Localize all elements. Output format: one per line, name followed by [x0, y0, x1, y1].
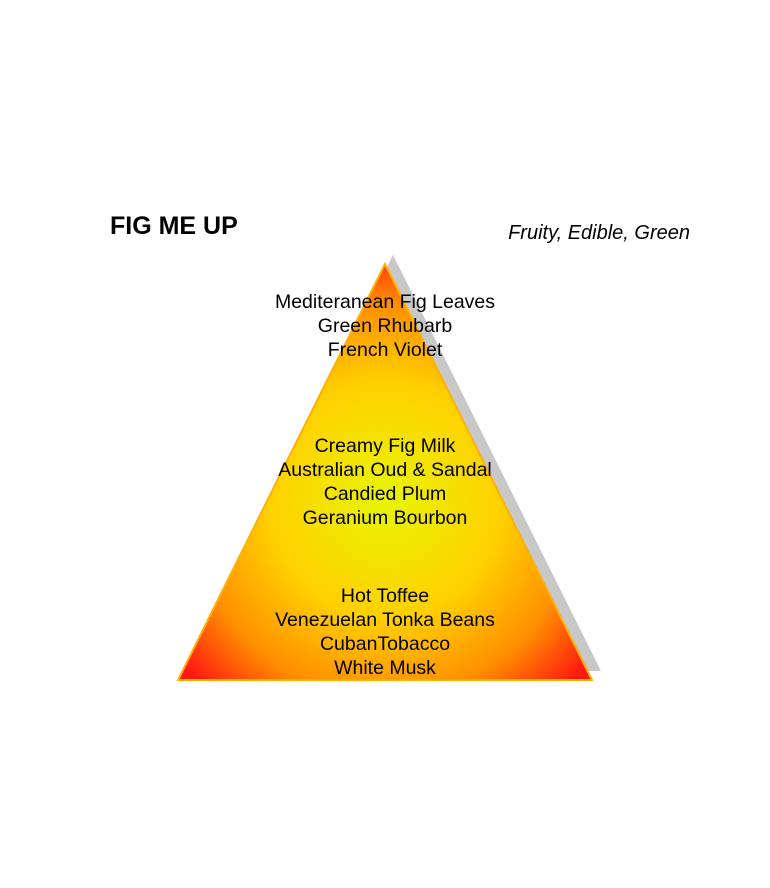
pyramid-subtitle: Fruity, Edible, Green	[508, 222, 690, 244]
base-note: Hot Toffee	[341, 585, 429, 607]
base-notes: Hot Toffee Venezuelan Tonka Beans CubanT…	[275, 585, 495, 679]
heart-notes: Creamy Fig Milk Australian Oud & Sandal …	[278, 435, 492, 529]
pyramid-triangle	[176, 261, 594, 681]
base-note: White Musk	[334, 657, 436, 679]
top-note: Green Rhubarb	[318, 315, 453, 337]
top-note: French Violet	[328, 339, 443, 361]
heart-note: Creamy Fig Milk	[315, 435, 456, 457]
heart-note: Candied Plum	[324, 483, 446, 505]
pyramid-title: FIG ME UP	[110, 212, 238, 240]
base-note: CubanTobacco	[320, 633, 450, 655]
heart-note: Geranium Bourbon	[303, 507, 468, 529]
base-note: Venezuelan Tonka Beans	[275, 609, 495, 631]
heart-note: Australian Oud & Sandal	[278, 459, 492, 481]
top-note: Mediteranean Fig Leaves	[275, 291, 495, 313]
top-notes: Mediteranean Fig Leaves Green Rhubarb Fr…	[275, 291, 495, 361]
